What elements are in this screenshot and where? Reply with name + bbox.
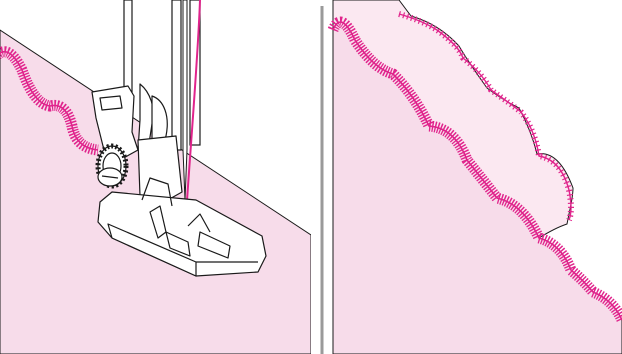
needle — [183, 0, 187, 200]
presser-foot-drawing — [0, 0, 311, 354]
presser-foot-panel — [0, 0, 311, 354]
trimmed-edge-panel — [311, 0, 622, 354]
screw-knob — [98, 146, 126, 186]
trimmed-edge-drawing — [311, 0, 622, 354]
